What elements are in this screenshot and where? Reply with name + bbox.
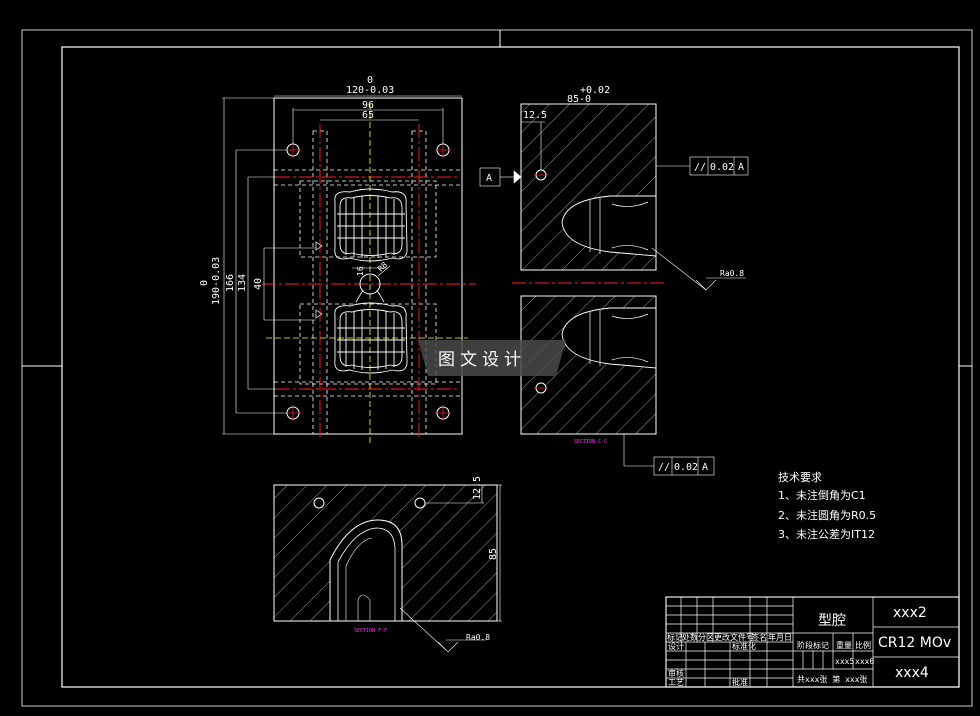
dim-16: 16 xyxy=(356,266,365,276)
bottom-section-view: SECTION F-F xyxy=(273,484,498,634)
tech-req-item-2: 2、未注圆角为R0.5 xyxy=(778,508,876,522)
dim-40: 40 xyxy=(253,278,264,290)
dim-side-tol: +0.02 xyxy=(580,85,610,96)
dim-166: 166 xyxy=(225,274,236,292)
tol1-symbol: // xyxy=(694,162,706,173)
tb-header-date: 年月日 xyxy=(768,632,792,642)
side-section-view: SECTION C-C xyxy=(512,103,664,445)
tb-check: 审核 xyxy=(668,668,684,678)
front-dimensions xyxy=(222,95,462,435)
dim-bottom-85: 85 xyxy=(488,548,499,560)
tol2-value: 0.02 xyxy=(674,462,698,473)
dim-side-width: 85-0 xyxy=(567,94,591,105)
roughness-2: Ra0.8 xyxy=(466,633,490,642)
tech-req-item-1: 1、未注倒角为C1 xyxy=(778,488,866,502)
watermark-text: 图文设计 xyxy=(438,350,526,370)
title-block xyxy=(665,596,960,688)
tb-header-zone: 分区 xyxy=(698,633,714,642)
bottom-dimensions xyxy=(399,484,502,653)
tb-weight-val: xxx5 xyxy=(835,657,854,666)
tol2-ref: A xyxy=(702,462,708,473)
tb-standard: 标准化 xyxy=(732,641,756,651)
tb-scale-val: xxx6 xyxy=(855,657,874,666)
tb-header-doc: 更改文件号 xyxy=(714,632,754,642)
dim-height-tol: 0 xyxy=(199,280,210,286)
tb-stage: 阶段标记 xyxy=(797,640,829,650)
dim-height-190: 190-0.03 xyxy=(211,257,222,305)
tb-header-count: 处数 xyxy=(682,632,698,642)
title-part-name: 型腔 xyxy=(818,613,846,629)
dim-65: 65 xyxy=(362,110,374,121)
title-company: xxx4 xyxy=(895,665,929,681)
tb-approve: 批准 xyxy=(732,677,748,687)
tol1-ref: A xyxy=(738,162,744,173)
front-view xyxy=(262,97,476,444)
dim-top-tol: 0 xyxy=(367,75,373,86)
dim-96: 96 xyxy=(362,100,374,111)
dim-r8: R8 xyxy=(376,260,389,273)
watermark: 图文设计 xyxy=(418,340,566,376)
section-label-f: SECTION F-F xyxy=(354,628,387,634)
datum-a-label: A xyxy=(486,173,492,184)
roughness-1: Ra0.8 xyxy=(720,269,744,278)
tb-scale: 比例 xyxy=(855,640,871,650)
tb-weight: 重量 xyxy=(836,640,852,650)
tb-designer: 设计 xyxy=(668,641,684,651)
title-material: CR12 MOv xyxy=(878,635,951,651)
tech-req-item-3: 3、未注公差为IT12 xyxy=(778,527,875,541)
tech-req-title: 技术要求 xyxy=(778,471,822,484)
tb-sheets: 共xxx张 第 xxx张 xyxy=(797,674,868,684)
dim-side-12-5: 12.5 xyxy=(523,110,547,121)
tol2-symbol: // xyxy=(658,462,670,473)
dim-top-width: 120-0.03 xyxy=(346,85,394,96)
title-code: xxx2 xyxy=(893,605,927,621)
tb-header-mark: 标记 xyxy=(667,632,683,642)
tb-header-sign: 签名 xyxy=(751,632,767,642)
tol1-value: 0.02 xyxy=(710,162,734,173)
dim-bottom-12-5: 12.5 xyxy=(472,476,483,500)
sheet-border xyxy=(21,29,973,707)
section-label-c: SECTION C-C xyxy=(574,439,607,445)
dim-134: 134 xyxy=(237,274,248,292)
tb-process: 工艺 xyxy=(668,678,684,687)
side-dimensions xyxy=(479,103,749,476)
